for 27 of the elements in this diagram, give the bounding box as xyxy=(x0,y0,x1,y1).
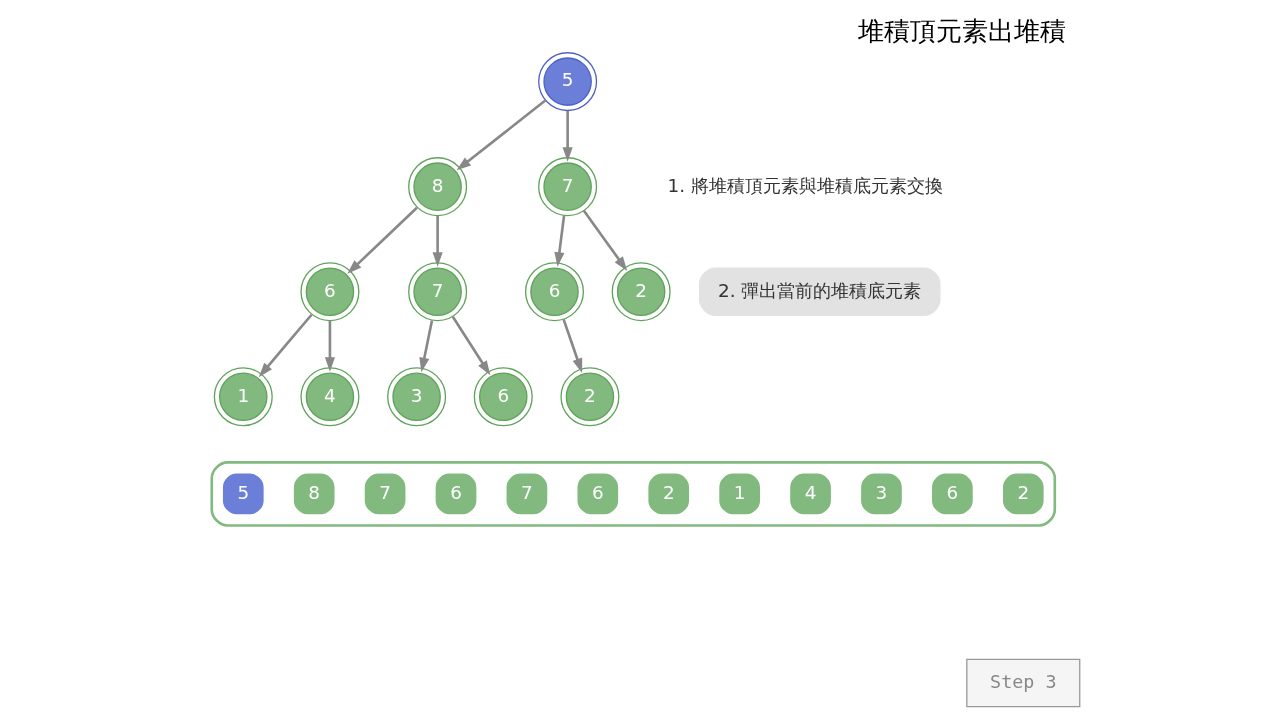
node-circle: 7 xyxy=(407,262,467,322)
arrow xyxy=(553,215,565,267)
node-circle: 3 xyxy=(386,367,446,427)
node-circle: 6 xyxy=(524,262,584,322)
arrow xyxy=(582,209,627,271)
node-circle: 5 xyxy=(537,52,597,112)
node-box: Step 3 xyxy=(965,658,1080,708)
arrow xyxy=(432,215,443,267)
node-circle: 6 xyxy=(473,367,533,427)
arrow xyxy=(258,313,313,378)
arrow xyxy=(561,319,582,373)
node-circle: 2 xyxy=(559,367,619,427)
node-circle: 2 xyxy=(611,262,671,322)
node-circle: 4 xyxy=(299,367,359,427)
arrow xyxy=(562,110,573,162)
cluster xyxy=(209,461,1056,527)
node-circle: 7 xyxy=(537,157,597,217)
node-box: 2. 彈出當前的堆積底元素 xyxy=(698,267,941,316)
arrow xyxy=(418,320,433,373)
label: 1. 將堆積頂元素與堆積底元素交換 xyxy=(667,174,943,196)
arrow xyxy=(456,99,546,171)
node-circle: 8 xyxy=(407,157,467,217)
node-circle: 1 xyxy=(213,367,273,427)
arrow xyxy=(324,321,335,372)
arrow xyxy=(451,316,490,376)
diagram-title: 堆積頂元素出堆積 xyxy=(857,15,1066,46)
arrow xyxy=(346,206,418,274)
